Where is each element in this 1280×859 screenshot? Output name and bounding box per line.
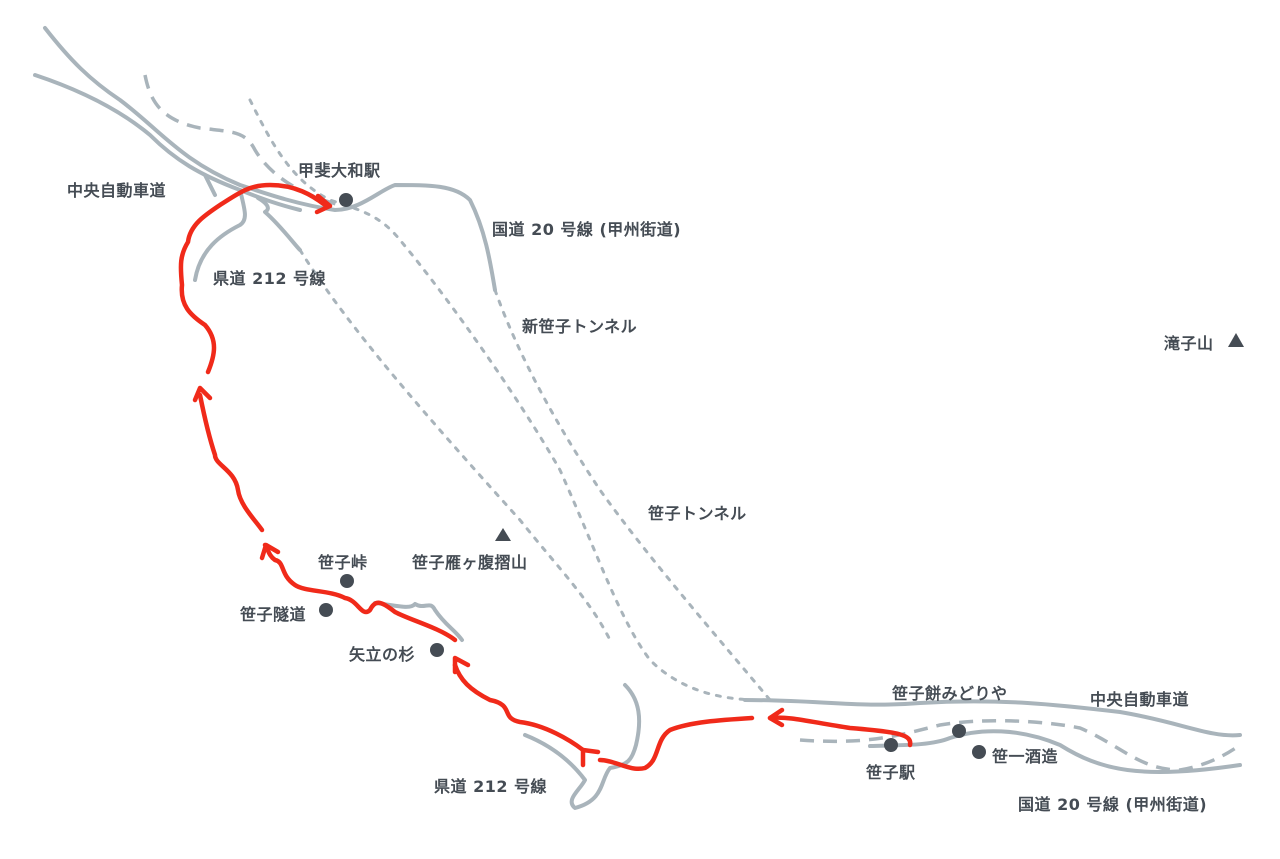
label-chuo-expressway-north: 中央自動車道 bbox=[67, 181, 167, 200]
route-arrow-3 bbox=[452, 655, 471, 675]
label-yatate-cedar: 矢立の杉 bbox=[349, 645, 416, 664]
route20-road-south bbox=[868, 729, 1242, 774]
pref212-road-north bbox=[193, 173, 302, 282]
label-route20-south: 国道 20 号線 (甲州街道) bbox=[1018, 795, 1208, 814]
shin-sasago-tunnel-line bbox=[248, 98, 762, 702]
chuo-expressway-south bbox=[743, 698, 1242, 738]
label-sasago-mochi-midoriya: 笹子餅みどりや bbox=[892, 684, 1008, 703]
label-pref212-south: 県道 212 号線 bbox=[434, 777, 548, 796]
label-pref212-north: 県道 212 号線 bbox=[213, 269, 327, 288]
kai-yamato-station-marker bbox=[339, 193, 353, 207]
sasago-mochi-marker bbox=[952, 724, 966, 738]
hiking-route bbox=[178, 182, 913, 772]
chuo-expressway-north bbox=[33, 73, 302, 212]
label-kai-yamato-station: 甲斐大和駅 bbox=[298, 161, 381, 180]
sasaichi-brewery-marker bbox=[972, 745, 986, 759]
route-arrow-1 bbox=[767, 707, 785, 728]
old-road-sasago-pass bbox=[373, 601, 464, 642]
label-mt-takigo: 滝子山 bbox=[1164, 334, 1214, 353]
label-route20-north: 国道 20 号線 (甲州街道) bbox=[492, 220, 682, 239]
sasago-zuido-marker bbox=[319, 603, 333, 617]
label-mt-sasago-gangaharasuri: 笹子雁ヶ腹摺山 bbox=[412, 553, 528, 572]
label-sasago-zuido: 笹子隧道 bbox=[240, 605, 307, 624]
label-chuo-expressway-south: 中央自動車道 bbox=[1090, 690, 1190, 709]
route20-road-north bbox=[43, 26, 497, 292]
sasago-station-marker bbox=[884, 738, 898, 752]
label-sasago-pass: 笹子峠 bbox=[318, 553, 368, 572]
route-arrow-5 bbox=[192, 385, 213, 403]
mountain-icon bbox=[495, 528, 511, 541]
route-arrow-6 bbox=[314, 193, 333, 215]
old-tunnel-line bbox=[298, 248, 612, 642]
label-sasago-tunnel: 笹子トンネル bbox=[648, 504, 747, 523]
mountain-icon bbox=[1228, 333, 1244, 347]
route-arrow-2 bbox=[580, 747, 601, 768]
route-arrow-4 bbox=[259, 542, 281, 561]
sasago-pass-marker bbox=[340, 574, 354, 588]
sasago-tunnel-line bbox=[493, 288, 772, 702]
yatate-cedar-marker bbox=[430, 643, 444, 657]
railway-north bbox=[143, 74, 341, 207]
label-sasaichi-brewery: 笹一酒造 bbox=[992, 747, 1059, 766]
label-sasago-station: 笹子駅 bbox=[866, 763, 916, 782]
label-shin-sasago-tunnel: 新笹子トンネル bbox=[522, 317, 638, 336]
pref212-road-south bbox=[523, 683, 642, 810]
